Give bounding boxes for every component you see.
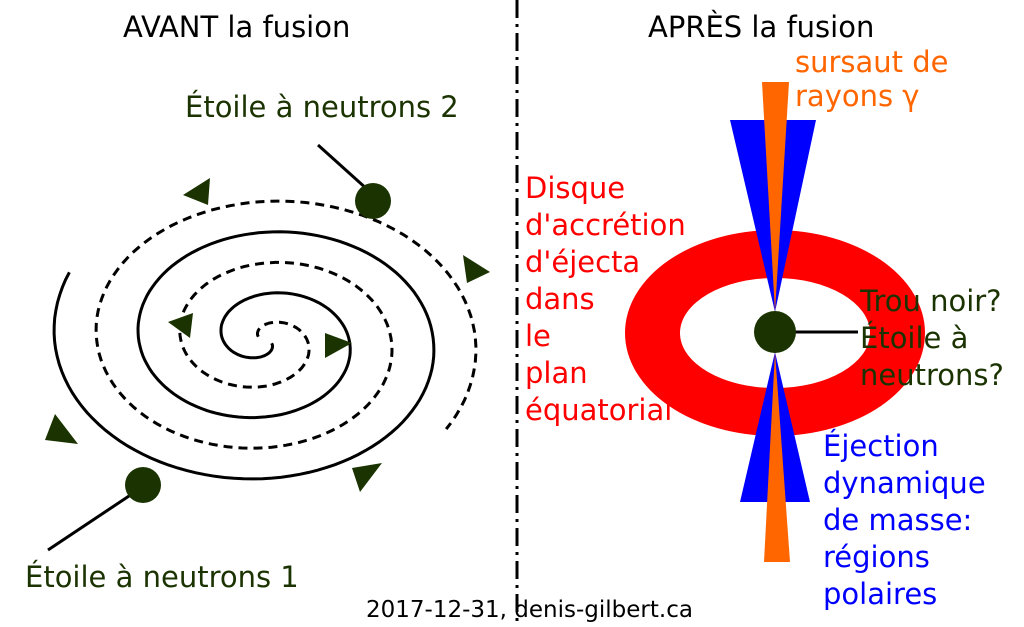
gamma-label-line: sursaut de bbox=[795, 45, 949, 79]
credit-text: 2017-12-31, denis-gilbert.ca bbox=[366, 597, 693, 623]
merger-remnant bbox=[754, 311, 796, 353]
remnant-label: Trou noir? Étoile à neutrons? bbox=[860, 283, 1004, 394]
remnant-label-line: neutrons? bbox=[860, 358, 1004, 392]
gamma-label: sursaut de rayons γ bbox=[795, 45, 949, 113]
ejection-label: Éjection dynamique de masse: régions pol… bbox=[823, 428, 986, 613]
disk-label: Disque d'accrétion d'éjecta dans le plan… bbox=[525, 170, 686, 429]
ejection-label-line: dynamique bbox=[823, 466, 986, 500]
disk-label-line: équatorial bbox=[525, 393, 673, 427]
after-title: APRÈS la fusion bbox=[648, 10, 875, 44]
disk-label-line: le bbox=[525, 319, 551, 353]
dashed-spiral-orbit bbox=[94, 199, 478, 450]
ejection-label-line: polaires bbox=[823, 577, 938, 611]
arrow-icon bbox=[352, 463, 382, 492]
arrow-icon bbox=[325, 333, 352, 358]
accretion-disk bbox=[625, 230, 925, 436]
arrow-icon bbox=[463, 255, 490, 283]
orbit-arrows bbox=[45, 178, 490, 492]
disk-label-line: dans bbox=[525, 282, 595, 316]
neutron-star-2 bbox=[355, 183, 391, 219]
ejection-label-line: de masse: bbox=[823, 503, 973, 537]
arrow-icon bbox=[168, 313, 193, 338]
star1-pointer bbox=[47, 490, 136, 552]
star2-label: Étoile à neutrons 2 bbox=[185, 90, 459, 124]
disk-label-line: d'accrétion bbox=[525, 208, 686, 242]
ejection-label-line: régions bbox=[823, 540, 930, 574]
arrow-icon bbox=[183, 178, 210, 205]
gamma-jet-top bbox=[762, 82, 789, 312]
solid-spiral-orbit bbox=[52, 230, 436, 481]
star1-label: Étoile à neutrons 1 bbox=[25, 560, 299, 594]
disk-label-line: Disque bbox=[525, 171, 626, 205]
neutron-star-1 bbox=[125, 467, 161, 503]
gamma-label-line: rayons γ bbox=[795, 79, 920, 113]
before-title: AVANT la fusion bbox=[123, 10, 351, 44]
gamma-jet-bottom bbox=[764, 352, 790, 562]
disk-label-line: plan bbox=[525, 356, 588, 390]
arrow-icon bbox=[45, 414, 78, 444]
star2-pointer bbox=[316, 143, 370, 192]
disk-label-line: d'éjecta bbox=[525, 245, 641, 279]
remnant-label-line: Étoile à bbox=[860, 321, 969, 355]
ejection-label-line: Éjection bbox=[823, 429, 939, 463]
remnant-label-line: Trou noir? bbox=[860, 284, 1002, 318]
